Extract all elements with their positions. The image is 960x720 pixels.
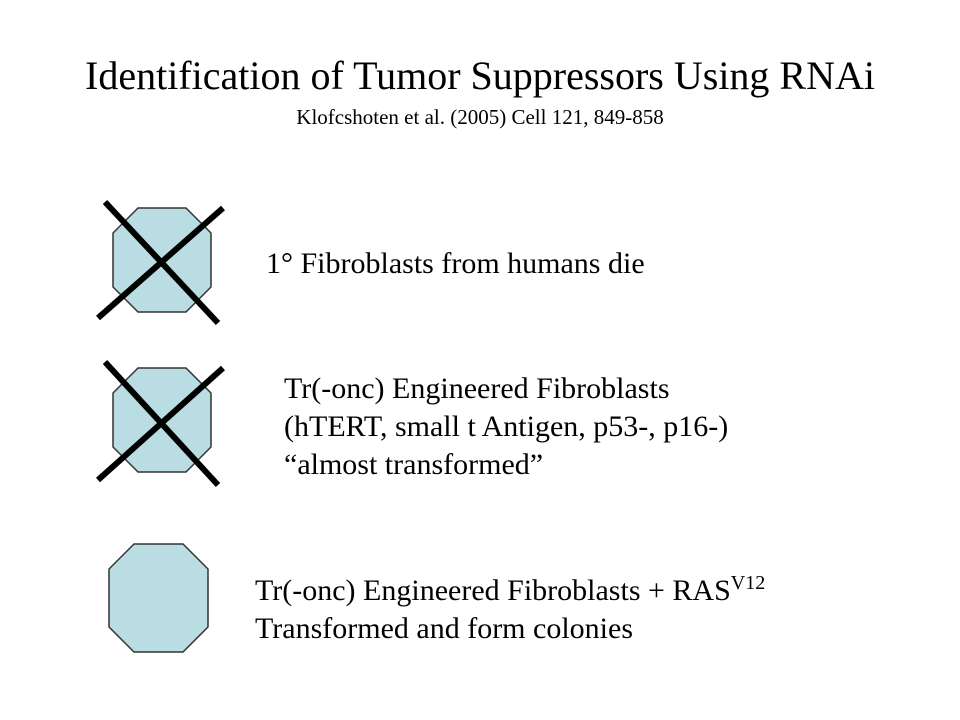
row-2-line-2: (hTERT, small t Antigen, p53-, p16-) (284, 410, 729, 443)
row-1-text: 1° Fibroblasts from humans die (266, 245, 645, 283)
slide-title: Identification of Tumor Suppressors Usin… (85, 53, 875, 98)
row-1-line-1: 1° Fibroblasts from humans die (266, 247, 645, 280)
cell-octagon-icon (108, 543, 209, 653)
cell-icon-dead (95, 359, 226, 488)
cell-icon-transformed (108, 543, 209, 653)
ras-superscript: V12 (730, 572, 766, 594)
row-3-line-1: Tr(-onc) Engineered Fibroblasts + RASV12 (255, 572, 765, 610)
row-3-line-2: Transformed and form colonies (255, 612, 633, 645)
row-2-line-1: Tr(-onc) Engineered Fibroblasts (284, 372, 670, 405)
row-3-line-1-text: Tr(-onc) Engineered Fibroblasts + RAS (255, 574, 731, 607)
cross-out-icon (95, 365, 226, 483)
row-3-text: Tr(-onc) Engineered Fibroblasts + RASV12… (255, 572, 765, 648)
row-2-line-3: “almost transformed” (284, 448, 544, 481)
cross-out-icon (96, 205, 225, 321)
cell-icon-dead (96, 199, 225, 326)
citation: Klofcshoten et al. (2005) Cell 121, 849-… (296, 105, 664, 129)
row-2-text: Tr(-onc) Engineered Fibroblasts (hTERT, … (284, 370, 728, 484)
